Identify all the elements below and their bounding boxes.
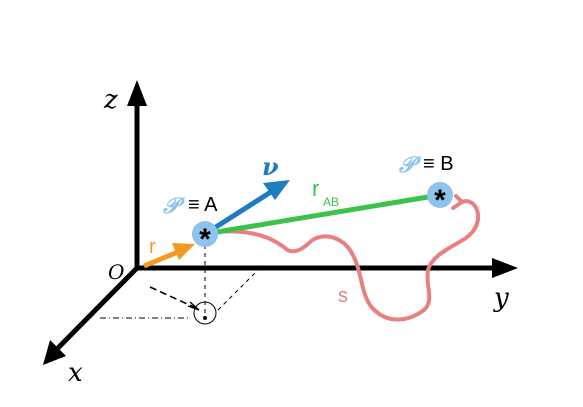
position-arrowhead	[172, 243, 195, 260]
point-b-equiv: ≡ B	[423, 153, 454, 175]
projection-diagonal	[149, 286, 197, 309]
position-vector-label: r	[149, 236, 156, 258]
projection-arrowhead	[187, 301, 200, 311]
point-a	[192, 221, 218, 247]
x-axis-label: x	[68, 358, 83, 388]
displacement-label: r	[312, 176, 319, 201]
displacement-line	[204, 192, 441, 237]
displacement-subscript: AB	[323, 195, 339, 209]
y-axis-arrowhead	[492, 258, 518, 278]
trajectory-path	[208, 199, 480, 322]
x-axis	[54, 266, 139, 352]
position-vector	[143, 249, 179, 269]
point-b-symbol: 𝒫	[398, 152, 421, 178]
path-label: s	[338, 285, 348, 307]
velocity-arrowhead	[263, 180, 290, 200]
velocity-vector-label: ν	[262, 152, 279, 181]
projection-point-dot	[203, 316, 207, 320]
projection-point-circle	[193, 301, 217, 325]
x-axis-arrowhead	[43, 340, 66, 365]
point-a-symbol: 𝒫	[162, 193, 185, 219]
axes	[43, 80, 518, 365]
projection-y-line	[217, 269, 259, 311]
point-b-marker: *	[434, 184, 446, 217]
point-b	[427, 182, 453, 208]
projection-lines	[100, 245, 259, 325]
trajectory-arrowhead	[451, 194, 466, 210]
z-axis-arrowhead	[127, 80, 147, 106]
velocity-vector	[203, 187, 276, 237]
point-a-equiv: ≡ A	[188, 194, 218, 216]
z-axis-label: z	[103, 85, 118, 115]
point-a-marker: *	[199, 223, 211, 256]
origin-label: O	[108, 260, 124, 284]
y-axis-label: y	[493, 283, 509, 313]
